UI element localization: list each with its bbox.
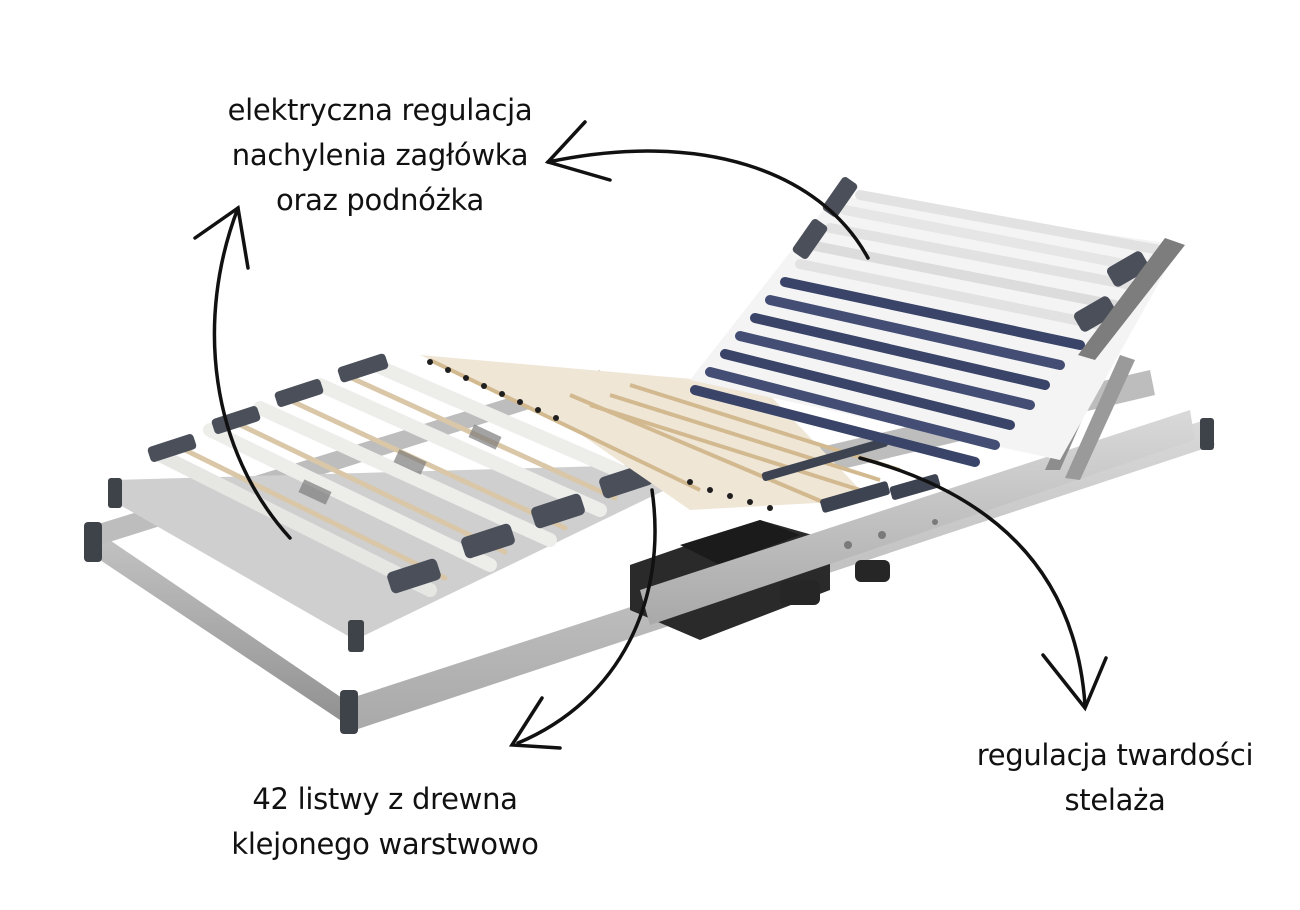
callout-firmness-line-1: regulacja twardości [976,738,1254,772]
arrow-footrest [212,206,292,540]
callout-slats-line-1: 42 listwy z drewna [252,782,518,816]
callout-arrows [193,120,1108,750]
arrow-headrest [546,149,870,260]
callout-slats: 42 listwy z drewna klejonego warstwowo [190,777,580,867]
head-section [690,177,1185,480]
callout-firmness: regulacja twardości stelaża [935,733,1295,823]
foot-section [108,353,665,652]
callout-slats-line-2: klejonego warstwowo [231,827,539,861]
callout-tilt-adjustment: elektryczna regulacja nachylenia zagłówk… [180,88,580,223]
callout-tilt-line-1: elektryczna regulacja [227,93,533,127]
callout-tilt-line-3: oraz podnóżka [276,183,484,217]
arrow-slats [516,488,657,745]
callout-firmness-line-2: stelaża [1064,783,1166,817]
callout-tilt-line-2: nachylenia zagłówka [231,138,529,172]
arrow-firmness [858,456,1087,707]
